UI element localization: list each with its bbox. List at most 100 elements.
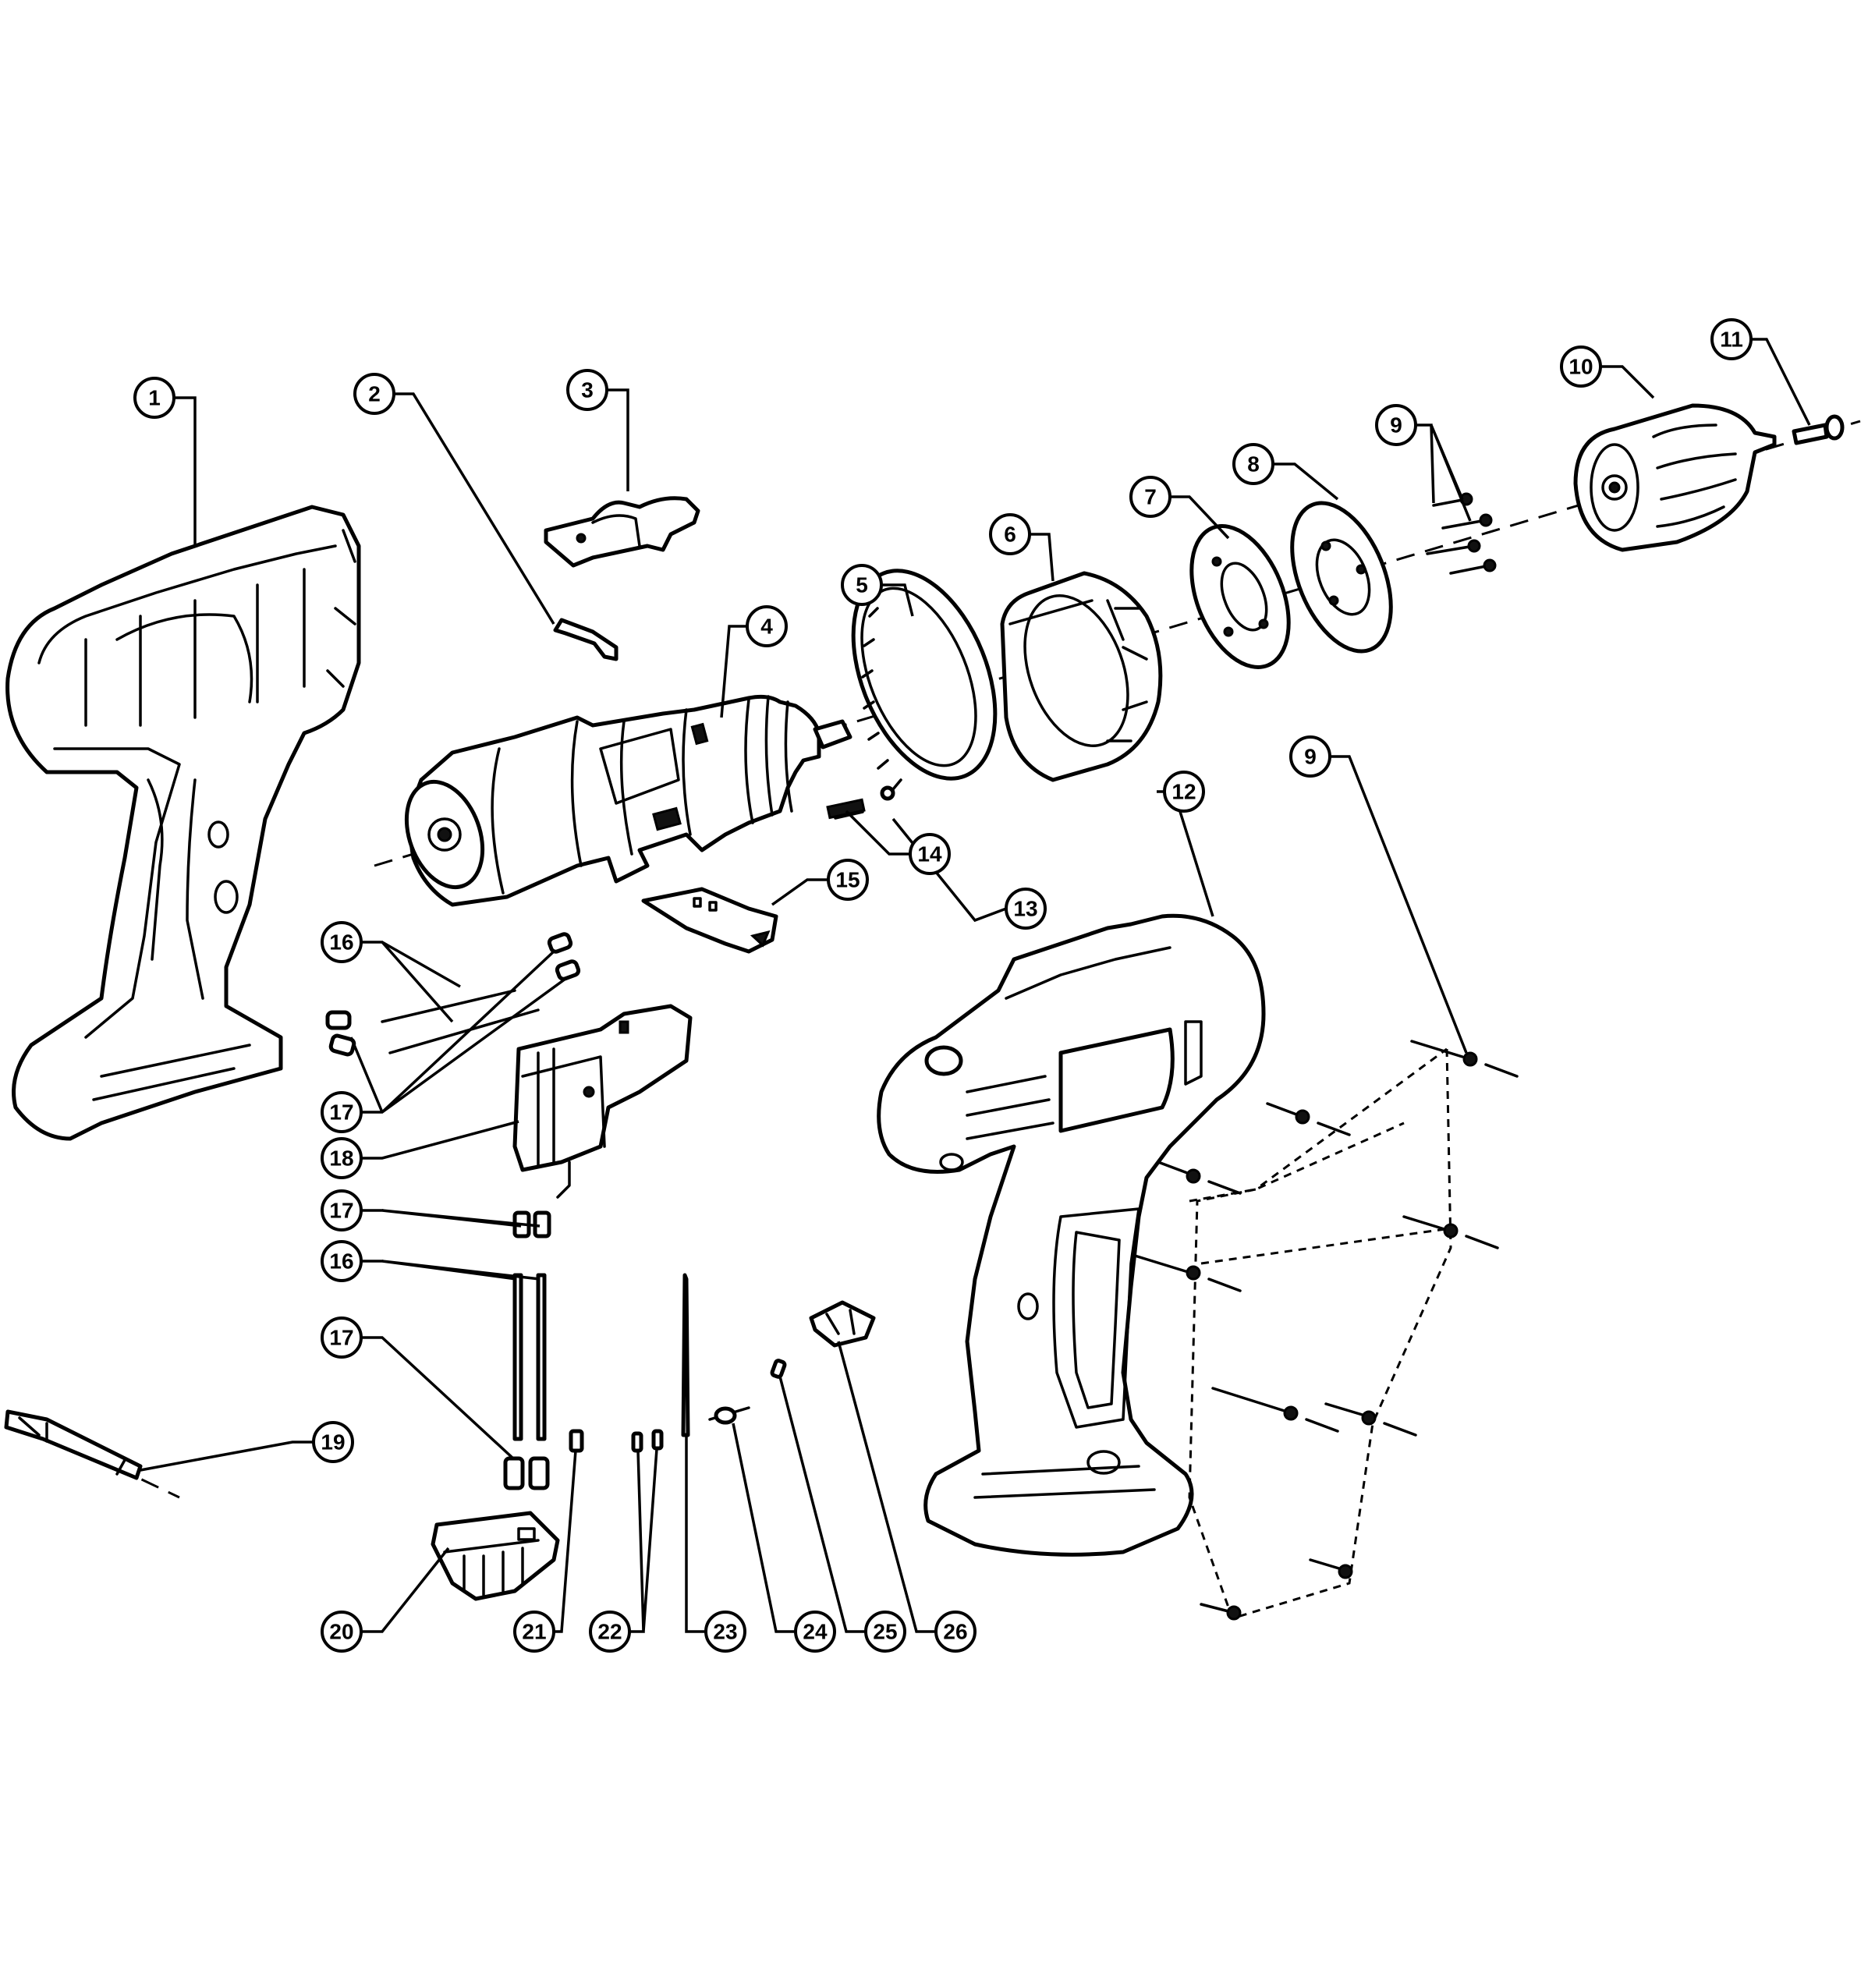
callout-2: 2 bbox=[353, 373, 395, 415]
direction-switch bbox=[641, 887, 778, 954]
svg-text:2: 2 bbox=[368, 382, 381, 406]
svg-text:26: 26 bbox=[943, 1620, 967, 1644]
screw-group-housing bbox=[1133, 1040, 1519, 1621]
chuck-screw bbox=[1792, 414, 1845, 445]
wire-clip bbox=[809, 1300, 876, 1348]
callout-22: 22 bbox=[589, 1611, 631, 1653]
svg-text:1: 1 bbox=[148, 386, 161, 410]
callout-14: 14 bbox=[909, 833, 951, 875]
svg-text:17: 17 bbox=[329, 1199, 353, 1223]
left-housing-half bbox=[5, 505, 361, 1141]
trigger-switch bbox=[512, 1004, 693, 1199]
callout-3: 3 bbox=[566, 369, 608, 411]
callout-11: 11 bbox=[1710, 318, 1753, 360]
callout-17-upper: 17 bbox=[321, 1091, 363, 1133]
svg-text:13: 13 bbox=[1013, 897, 1037, 921]
small-connector bbox=[770, 1359, 787, 1379]
callouts: 1 2 3 4 5 6 7 8 9 9 10 11 12 13 14 15 16… bbox=[133, 318, 1753, 1653]
svg-text:18: 18 bbox=[329, 1146, 353, 1171]
callout-17-lower: 17 bbox=[321, 1316, 363, 1359]
callout-10: 10 bbox=[1560, 346, 1602, 388]
spring bbox=[826, 798, 866, 820]
callout-20: 20 bbox=[321, 1611, 363, 1653]
callout-12: 12 bbox=[1163, 771, 1205, 813]
ring-gear-plate bbox=[1189, 524, 1291, 669]
contact-pins bbox=[631, 1429, 664, 1453]
callout-24: 24 bbox=[794, 1611, 836, 1653]
housing-screw bbox=[1211, 1387, 1339, 1433]
callout-25: 25 bbox=[864, 1611, 906, 1653]
svg-text:16: 16 bbox=[329, 930, 353, 955]
callout-5: 5 bbox=[841, 564, 883, 606]
callout-16-upper: 16 bbox=[321, 921, 363, 963]
svg-text:25: 25 bbox=[873, 1620, 897, 1644]
callout-26: 26 bbox=[934, 1611, 977, 1653]
svg-text:15: 15 bbox=[835, 868, 860, 892]
terminal-pin bbox=[569, 1429, 584, 1453]
svg-text:4: 4 bbox=[760, 615, 773, 639]
keyless-chuck bbox=[1573, 403, 1777, 552]
svg-text:10: 10 bbox=[1568, 355, 1593, 379]
svg-text:19: 19 bbox=[321, 1430, 345, 1455]
ball bbox=[880, 785, 895, 801]
svg-text:11: 11 bbox=[1720, 328, 1743, 352]
callout-6: 6 bbox=[989, 513, 1031, 555]
leader-lines bbox=[140, 338, 1811, 1633]
svg-text:12: 12 bbox=[1171, 780, 1196, 804]
callout-18: 18 bbox=[321, 1137, 363, 1179]
callout-4: 4 bbox=[746, 605, 788, 647]
svg-text:9: 9 bbox=[1390, 413, 1402, 438]
screw-group-upper bbox=[1426, 492, 1497, 575]
svg-text:3: 3 bbox=[581, 378, 594, 402]
callout-1: 1 bbox=[133, 377, 175, 419]
svg-text:21: 21 bbox=[522, 1620, 546, 1644]
motor-gearbox-assembly bbox=[404, 694, 852, 907]
callout-7: 7 bbox=[1129, 476, 1171, 518]
lead-wire bbox=[681, 1273, 690, 1437]
wires-lower bbox=[512, 1273, 547, 1441]
callout-9-upper: 9 bbox=[1375, 404, 1417, 446]
callout-13: 13 bbox=[1005, 888, 1047, 930]
led-component bbox=[708, 1406, 750, 1425]
screwdriver-bit bbox=[4, 1409, 143, 1480]
callout-23: 23 bbox=[704, 1611, 746, 1653]
spring-clip bbox=[553, 618, 619, 661]
svg-text:5: 5 bbox=[856, 573, 868, 597]
callout-21: 21 bbox=[513, 1611, 555, 1653]
callout-8: 8 bbox=[1232, 443, 1274, 485]
terminals-lower bbox=[503, 1456, 550, 1490]
svg-text:14: 14 bbox=[917, 842, 942, 866]
svg-text:8: 8 bbox=[1247, 452, 1260, 477]
callout-17-middle: 17 bbox=[321, 1189, 363, 1231]
svg-text:16: 16 bbox=[329, 1249, 353, 1274]
svg-text:24: 24 bbox=[803, 1620, 828, 1644]
callout-9-lower: 9 bbox=[1289, 735, 1331, 778]
housing-screw bbox=[1266, 1102, 1351, 1136]
svg-text:22: 22 bbox=[597, 1620, 622, 1644]
housing-screw bbox=[1402, 1215, 1499, 1249]
housing-screw bbox=[1133, 1254, 1242, 1292]
callout-19: 19 bbox=[312, 1421, 354, 1463]
svg-text:6: 6 bbox=[1004, 523, 1016, 547]
callout-15: 15 bbox=[827, 859, 869, 901]
svg-text:9: 9 bbox=[1304, 745, 1317, 769]
svg-text:20: 20 bbox=[329, 1620, 353, 1644]
terminal-block bbox=[431, 1511, 560, 1601]
right-housing-half bbox=[877, 913, 1266, 1557]
housing-screw bbox=[1200, 1603, 1242, 1621]
svg-text:17: 17 bbox=[329, 1100, 353, 1125]
svg-text:7: 7 bbox=[1144, 485, 1157, 509]
svg-text:23: 23 bbox=[713, 1620, 737, 1644]
svg-text:17: 17 bbox=[329, 1326, 353, 1350]
housing-screw bbox=[1157, 1161, 1242, 1195]
housing-screw bbox=[1410, 1040, 1519, 1078]
housing-screw bbox=[1309, 1558, 1353, 1579]
top-cover-plate bbox=[544, 496, 700, 568]
wires-terminals-upper bbox=[325, 932, 581, 1057]
washer-disk bbox=[1290, 501, 1393, 654]
clutch-collar bbox=[1000, 571, 1163, 782]
callout-16-lower: 16 bbox=[321, 1240, 363, 1282]
housing-screw bbox=[1324, 1402, 1417, 1437]
clutch-ring bbox=[851, 569, 998, 791]
